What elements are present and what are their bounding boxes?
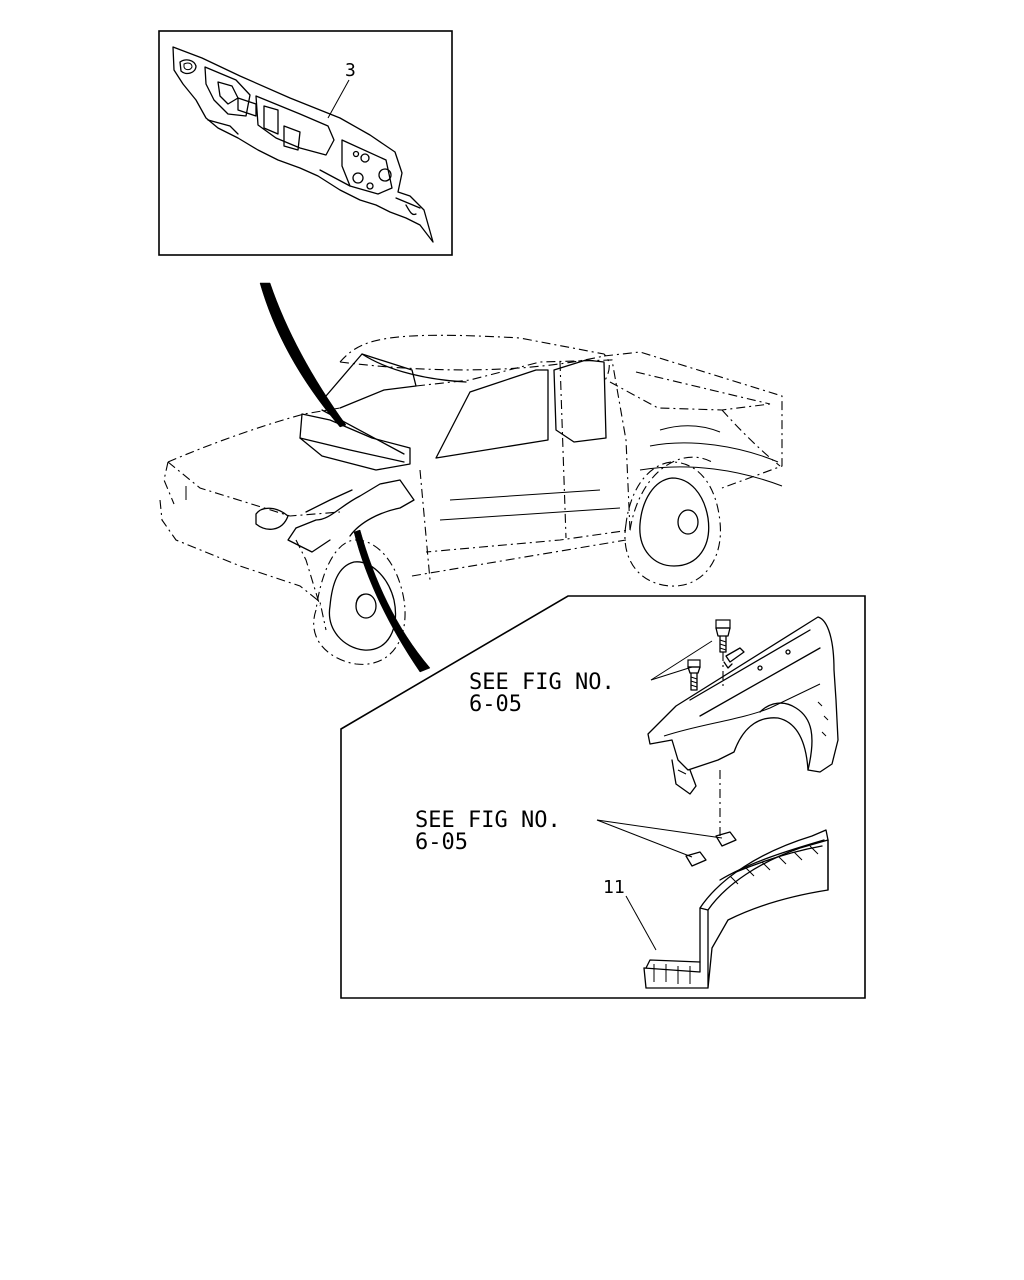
dash-panel-inset: 3 bbox=[158, 30, 453, 256]
front-fender-drawing bbox=[647, 616, 839, 840]
pointer-to-fender-inset bbox=[353, 529, 431, 673]
dash-panel-inset-frame bbox=[158, 30, 453, 256]
liner-reference-label-line1: SEE FIG NO. bbox=[415, 808, 561, 833]
fender-inset: SEE FIG NO. 6-05 SEE FIG NO. 6-05 bbox=[340, 595, 866, 999]
leader-fender-bolt-1 bbox=[650, 640, 713, 681]
liner-reference-label-line2: 6-05 bbox=[415, 830, 468, 855]
callout-number-3: 3 bbox=[345, 60, 356, 81]
leader-liner-clip-2 bbox=[596, 819, 693, 858]
leader-line-3 bbox=[327, 79, 350, 119]
leader-line-11 bbox=[625, 895, 657, 951]
callout-number-11: 11 bbox=[603, 877, 625, 898]
pickup-truck-drawing bbox=[159, 334, 783, 665]
liner-clip-lower bbox=[685, 851, 707, 867]
fender-bolt-upper bbox=[715, 619, 731, 690]
fender-reference-label-line2: 6-05 bbox=[469, 692, 522, 717]
liner-clip-upper bbox=[715, 831, 737, 847]
leader-fender-bolt-2 bbox=[650, 666, 693, 681]
fender-liner-drawing bbox=[643, 829, 829, 989]
fender-clip bbox=[723, 647, 745, 669]
fender-bolt-lower bbox=[687, 659, 701, 691]
leader-liner-clip-1 bbox=[596, 819, 723, 839]
pointer-to-dash-panel bbox=[259, 282, 347, 428]
dash-panel-drawing bbox=[172, 46, 434, 243]
fender-reference-label-line1: SEE FIG NO. bbox=[469, 670, 615, 695]
